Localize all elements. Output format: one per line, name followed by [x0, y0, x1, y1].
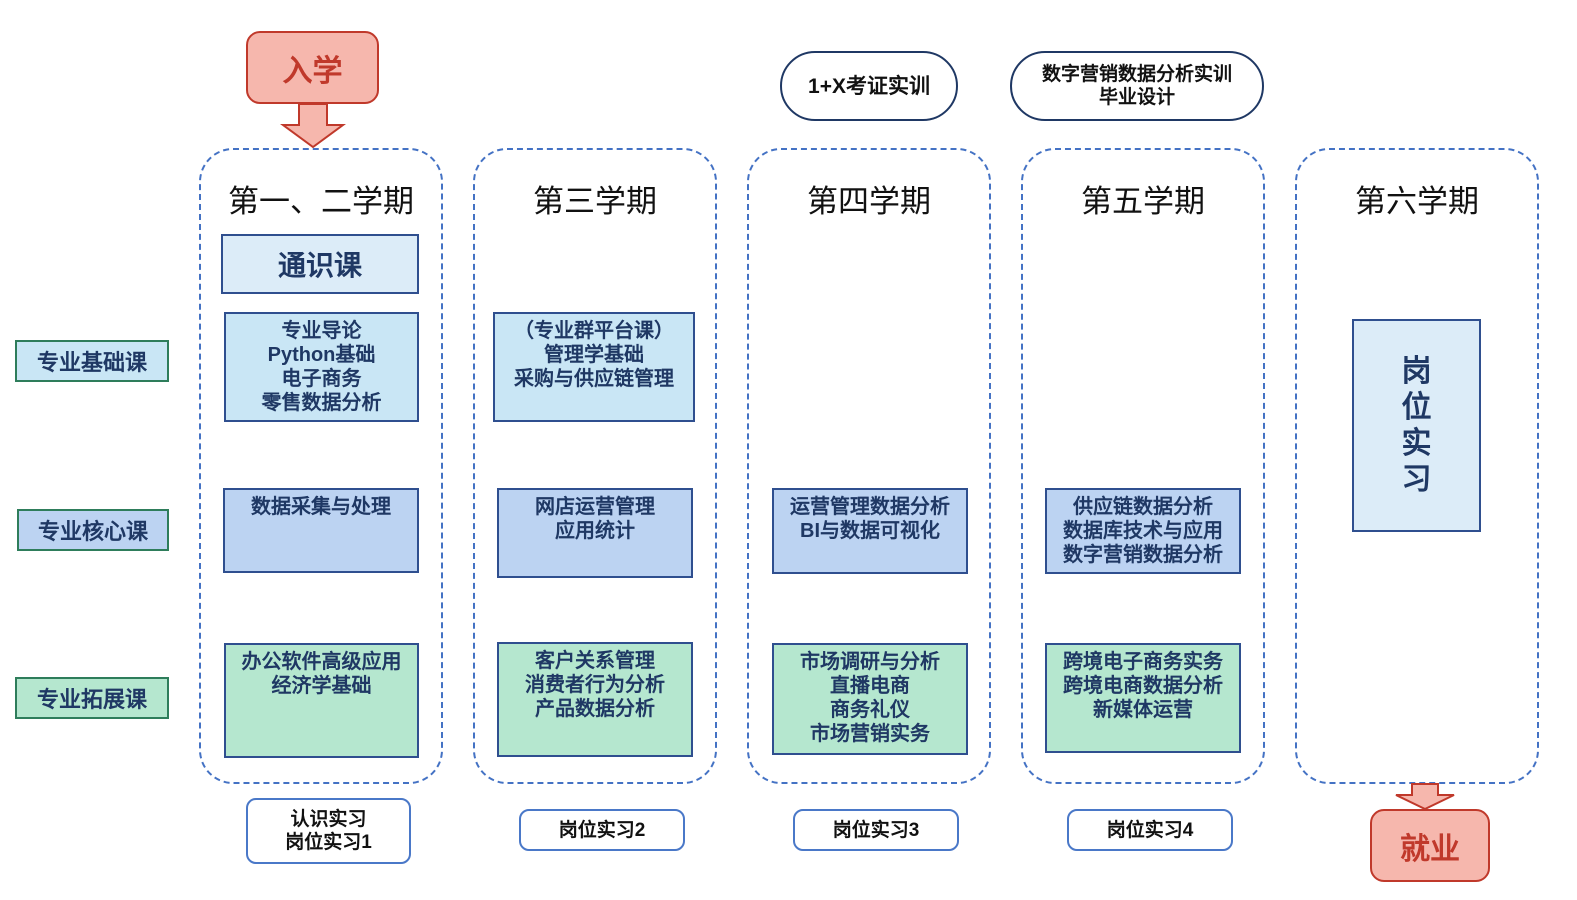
row-label-basic-text: 专业基础课 — [36, 350, 147, 375]
row-label-ext: 专业拓展课 — [15, 677, 169, 719]
enroll-label: 入学 — [282, 54, 343, 88]
cert-training-pill: 1+X考证实训 — [780, 51, 958, 121]
placement-label: 岗 位 实 习 — [1401, 354, 1432, 496]
internship-label-1: 认识实习 岗位实习1 — [285, 809, 372, 853]
employment-label: 就业 — [1400, 832, 1460, 866]
row-label-ext-text: 专业拓展课 — [36, 687, 147, 712]
semester-title: 第三学期 — [533, 184, 657, 219]
basic-course-box-1: 专业导论 Python基础 电子商务 零售数据分析 — [224, 312, 419, 422]
row-label-core-text: 专业核心课 — [37, 519, 148, 544]
employment-box: 就业 — [1370, 809, 1490, 882]
placement-box: 岗 位 实 习 — [1352, 319, 1481, 532]
internship-label-4: 岗位实习4 — [1106, 819, 1194, 841]
internship-box-3: 岗位实习3 — [793, 809, 959, 851]
cert-training-label: 1+X考证实训 — [808, 74, 930, 98]
core-course-box-1: 数据采集与处理 — [223, 488, 419, 573]
core-course-box-5: 供应链数据分析 数据库技术与应用 数字营销数据分析 — [1045, 488, 1241, 574]
enroll-arrow-icon — [280, 103, 346, 149]
employment-arrow-icon — [1395, 783, 1455, 811]
semester-title: 第一、二学期 — [228, 184, 414, 219]
marketing-training-label: 数字营销数据分析实训 毕业设计 — [1041, 64, 1232, 108]
ext-course-box-1: 办公软件高级应用 经济学基础 — [224, 643, 419, 758]
semester-title: 第五学期 — [1081, 184, 1205, 219]
ext-course-box-3: 客户关系管理 消费者行为分析 产品数据分析 — [497, 642, 693, 757]
internship-box-2: 岗位实习2 — [519, 809, 685, 851]
core-course-box-4: 运营管理数据分析 BI与数据可视化 — [772, 488, 968, 574]
marketing-training-pill: 数字营销数据分析实训 毕业设计 — [1010, 51, 1264, 121]
internship-label-3: 岗位实习3 — [832, 819, 920, 841]
basic-course-box-3: （专业群平台课） 管理学基础 采购与供应链管理 — [493, 312, 695, 422]
ext-course-box-5: 跨境电子商务实务 跨境电商数据分析 新媒体运营 — [1045, 643, 1241, 753]
internship-label-2: 岗位实习2 — [558, 819, 646, 841]
general-course-box: 通识课 — [221, 234, 419, 294]
enroll-box: 入学 — [246, 31, 379, 104]
general-course-label: 通识课 — [277, 250, 362, 281]
semester-title: 第六学期 — [1355, 184, 1479, 219]
row-label-basic: 专业基础课 — [15, 340, 169, 382]
row-label-core: 专业核心课 — [17, 509, 169, 551]
internship-box-4: 岗位实习4 — [1067, 809, 1233, 851]
semester-title: 第四学期 — [807, 184, 931, 219]
internship-box-1: 认识实习 岗位实习1 — [246, 798, 411, 864]
ext-course-box-4: 市场调研与分析 直播电商 商务礼仪 市场营销实务 — [772, 643, 968, 755]
core-course-box-3: 网店运营管理 应用统计 — [497, 488, 693, 578]
